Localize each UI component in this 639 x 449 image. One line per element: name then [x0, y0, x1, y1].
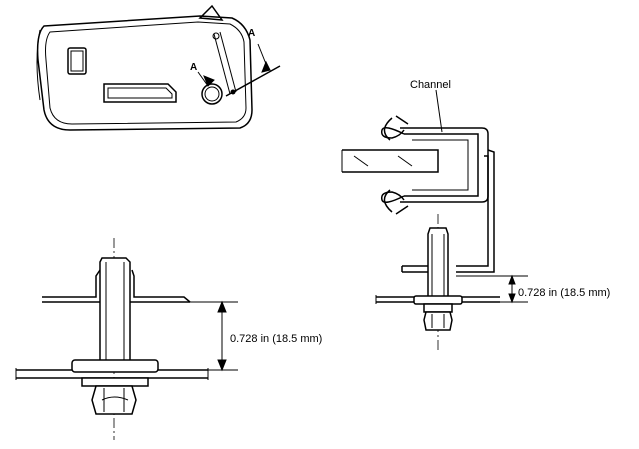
dimension-label-right: 0.728 in (18.5 mm) [518, 287, 610, 299]
channel-section-right [341, 89, 528, 352]
door-panel-view [36, 4, 281, 131]
section-marker-left: A [190, 62, 197, 73]
channel-label: Channel [410, 79, 451, 91]
bolt-assembly-left [15, 238, 238, 440]
dimension-label-left: 0.728 in (18.5 mm) [230, 333, 322, 345]
section-marker-right: A [248, 28, 255, 39]
